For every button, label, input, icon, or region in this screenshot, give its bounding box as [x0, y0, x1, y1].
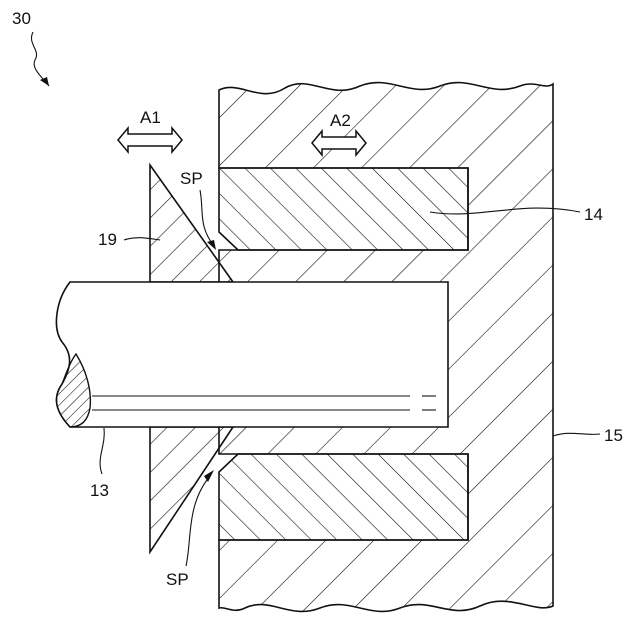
figure-pointer-arrowhead: [40, 77, 49, 86]
arrow-a1: A1: [118, 108, 182, 152]
seal-block-14-upper: [219, 168, 468, 250]
label-sp-top: SP: [180, 169, 203, 188]
label-14: 14: [584, 205, 603, 224]
label-a2: A2: [330, 111, 351, 130]
double-arrow-icon: [118, 128, 182, 152]
label-13: 13: [90, 481, 109, 500]
label-sp-bottom: SP: [166, 570, 189, 589]
label-a1: A1: [140, 108, 161, 127]
figure-number: 30: [12, 9, 31, 28]
label-15: 15: [604, 426, 623, 445]
callout-13: 13: [90, 428, 109, 500]
shaft-13: [56, 282, 448, 427]
seal-block-14-lower: [219, 454, 468, 540]
leader-arrowhead: [204, 470, 214, 482]
callout-15: 15: [553, 426, 623, 445]
figure-reference: 30: [12, 9, 49, 86]
label-19: 19: [98, 230, 117, 249]
